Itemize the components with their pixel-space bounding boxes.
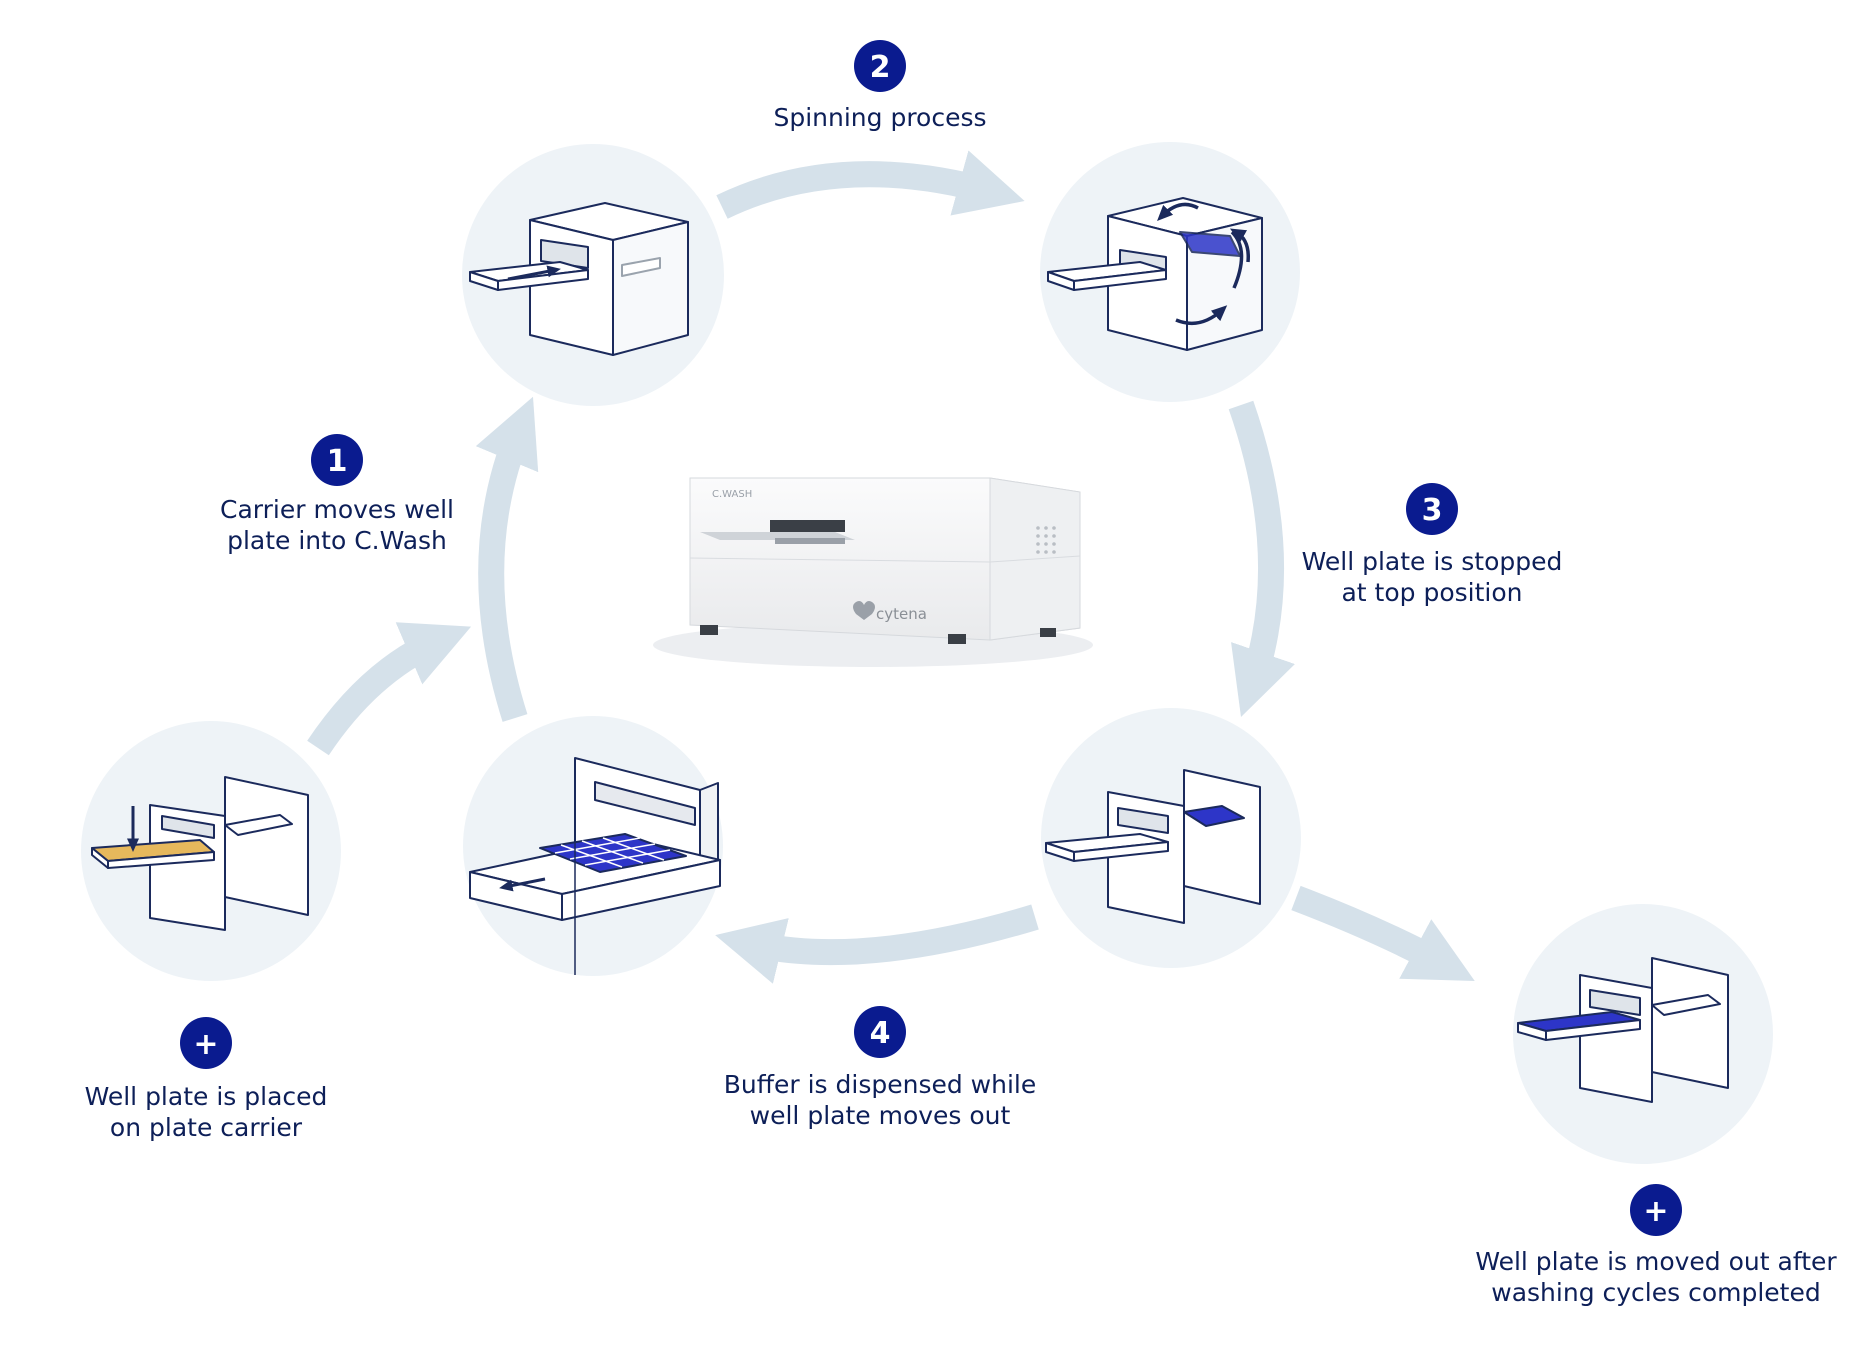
svg-text:3: 3 [1422,493,1443,528]
svg-text:+: + [1643,1194,1668,1229]
end-label-line1: Well plate is moved out after [1475,1247,1837,1276]
step4-label-line2: well plate moves out [749,1101,1011,1130]
device-slot [770,520,845,532]
step1-label-line2: plate into C.Wash [227,526,447,555]
carrier-in-icon [469,202,689,356]
step4-label: Buffer is dispensed while well plate mov… [700,1069,1060,1131]
end-label: Well plate is moved out after washing cy… [1456,1246,1850,1308]
step1-label-line1: Carrier moves well [220,495,454,524]
svg-text:+: + [193,1027,218,1062]
step1-label: Carrier moves well plate into C.Wash [157,494,517,556]
step3-label-line2: at top position [1341,578,1523,607]
step2-label: Spinning process [700,102,1060,133]
buffer-dispense-icon [469,757,721,975]
badge-plus-load: + [180,1017,232,1069]
step-badges: 1 2 3 4 + + [180,40,1682,1236]
cytena-logo-icon [853,601,875,620]
device-model-label: C.WASH [712,489,752,500]
stopped-top-icon [1045,769,1261,924]
badge-step4: 4 [854,1006,906,1058]
badge-plus-end: + [1630,1184,1682,1236]
step4-label-line1: Buffer is dispensed while [723,1070,1037,1099]
arrow-step2-to-step3 [1228,400,1295,717]
spinning-icon [1047,197,1263,351]
step2-label-line1: Spinning process [773,103,987,132]
load-label: Well plate is placed on plate carrier [26,1081,386,1143]
load-label-line1: Well plate is placed [84,1082,328,1111]
plate-out-icon [1517,957,1729,1103]
cwash-device: C.WASH cytena [653,477,1093,667]
svg-text:1: 1 [327,444,348,479]
step3-label-line1: Well plate is stopped [1301,547,1563,576]
svg-text:2: 2 [870,50,891,85]
arrow-step1-to-step2 [716,150,1025,219]
end-label-line2: washing cycles completed [1491,1278,1821,1307]
svg-text:4: 4 [870,1016,891,1051]
load-label-line2: on plate carrier [109,1113,303,1142]
device-brand-label: cytena [876,605,927,623]
arrow-step3-to-end [1291,885,1475,982]
badge-step1: 1 [311,434,363,486]
arrow-step3-to-step4 [715,904,1039,984]
badge-step3: 3 [1406,483,1458,535]
arrow-step4-to-step1 [475,396,539,722]
arrow-start-to-step1 [307,622,472,756]
plate-carrier-load-icon [91,776,309,931]
flow-arrows [307,150,1475,984]
badge-step2: 2 [854,40,906,92]
step3-label: Well plate is stopped at top position [1252,546,1612,608]
